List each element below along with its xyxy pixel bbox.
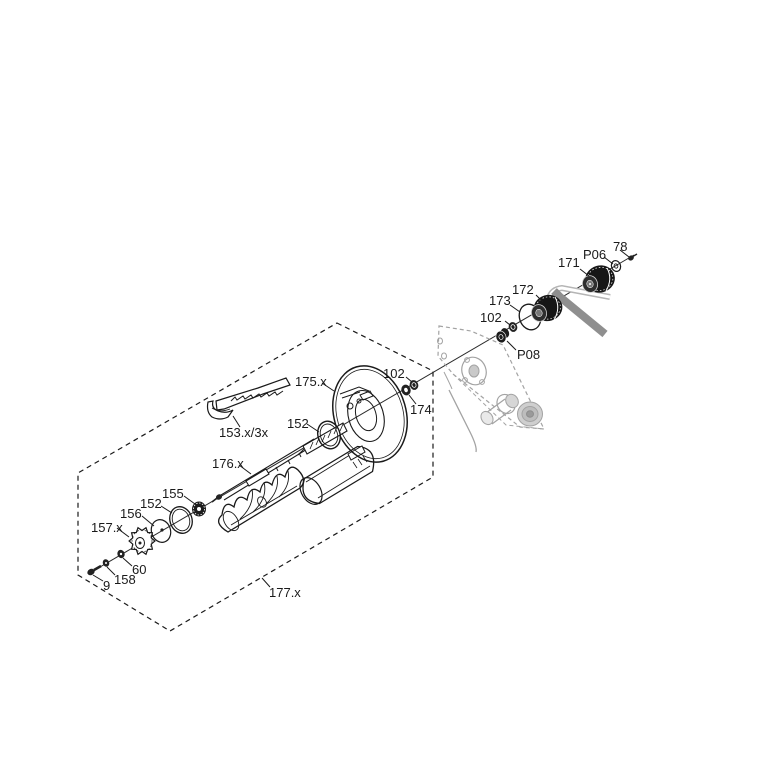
part-label-157x: 157.x (91, 520, 123, 535)
phantom-fitting (480, 393, 519, 426)
part-label-177x: 177.x (269, 585, 301, 600)
part-label-172: 172 (512, 282, 534, 297)
part-label-60: 60 (132, 562, 146, 577)
part-label-102-mid: 102 (383, 366, 405, 381)
part-172-pulley (531, 294, 563, 322)
part-label-78: 78 (613, 239, 627, 254)
part-label-p08: P08 (517, 347, 540, 362)
phantom-pulley (517, 401, 543, 427)
part-label-153x: 153.x/3x (219, 425, 269, 440)
part-171-pulley (582, 265, 615, 293)
callout-labels: 78 P06 171 172 173 102 P08 102 174 175.x… (91, 239, 627, 600)
part-p08-flanged-nut (495, 328, 510, 344)
part-label-174: 174 (410, 402, 432, 417)
part-label-171: 171 (558, 255, 580, 270)
part-label-176x: 176.x (212, 456, 244, 471)
part-157x-cam-star (128, 526, 156, 556)
part-153x-slider-shoes (206, 377, 291, 420)
part-label-9: 9 (103, 578, 110, 593)
part-label-152-bot: 152 (140, 496, 162, 511)
part-60-washer (117, 549, 125, 559)
part-p06-washer (610, 260, 622, 272)
part-152-oring-lower (169, 506, 193, 534)
phantom-housing (437, 325, 546, 453)
part-label-156: 156 (120, 506, 142, 521)
part-174-washer (401, 384, 411, 396)
part-label-152-top: 152 (287, 416, 309, 431)
part-102-nut-top (508, 322, 518, 332)
leader-lines (92, 249, 630, 588)
part-label-155: 155 (162, 486, 184, 501)
part-label-p06: P06 (583, 247, 606, 262)
part-152-oring-upper (316, 420, 342, 450)
part-102-nut-mid (409, 380, 419, 390)
part-155-gear (192, 501, 206, 517)
phantom-flange (461, 356, 487, 386)
part-label-175x: 175.x (295, 374, 327, 389)
helical-ribbed-sleeve (217, 466, 305, 533)
part-label-173: 173 (489, 293, 511, 308)
part-label-158: 158 (114, 572, 136, 587)
part-9-bolt (87, 564, 102, 576)
part-158-washer (102, 559, 110, 567)
part-label-102-top: 102 (480, 310, 502, 325)
part-78-screw (628, 253, 638, 261)
pulley-hub-mechanism (297, 386, 374, 456)
